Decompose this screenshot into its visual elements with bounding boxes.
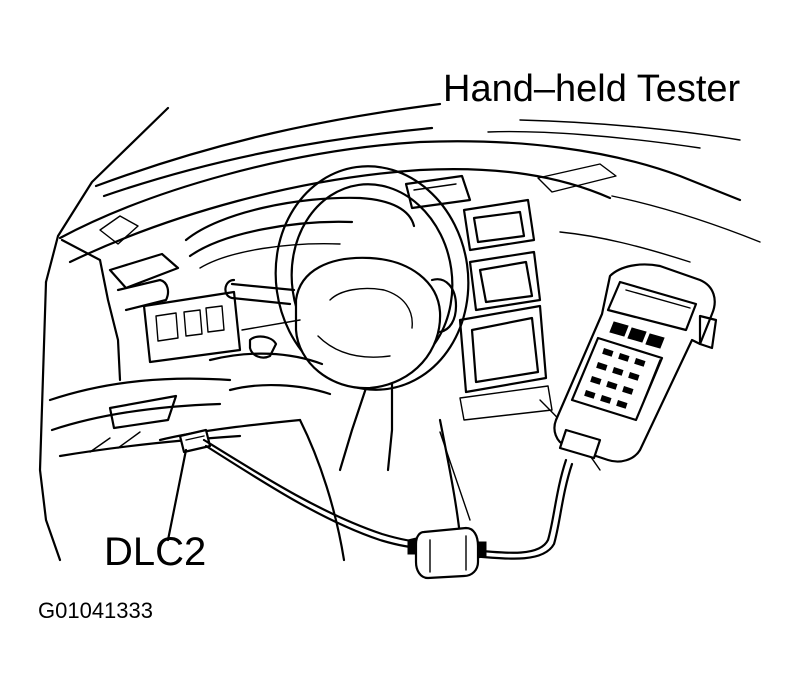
air-vent-left [99, 215, 139, 245]
tester-cable [202, 438, 574, 560]
tester-screen [606, 280, 698, 332]
tester-key [609, 321, 629, 337]
defrost-vent [537, 163, 617, 193]
hand-held-tester [553, 263, 718, 463]
dlc2-connector [166, 428, 212, 542]
center-stack [404, 174, 553, 421]
column-controls [208, 319, 332, 396]
keypad-buttons [584, 348, 646, 409]
tester-cable-boot [558, 428, 602, 460]
windshield-outline [44, 102, 741, 284]
dashboard-top [58, 140, 761, 264]
lower-console [158, 399, 601, 562]
steering-wheel [224, 165, 470, 472]
cable-adapter [407, 526, 487, 580]
dlc2-leader-line [166, 448, 188, 542]
tester-key [645, 333, 665, 349]
lower-vent [108, 394, 178, 430]
instrument-cluster [184, 196, 416, 269]
left-panel [38, 238, 242, 562]
dlc2-label: DLC2 [104, 530, 207, 574]
tester-keypad [570, 336, 664, 422]
tester-label: Hand–held Tester [443, 68, 741, 110]
figure-id: G01041333 [38, 598, 153, 623]
tester-key [627, 327, 647, 343]
